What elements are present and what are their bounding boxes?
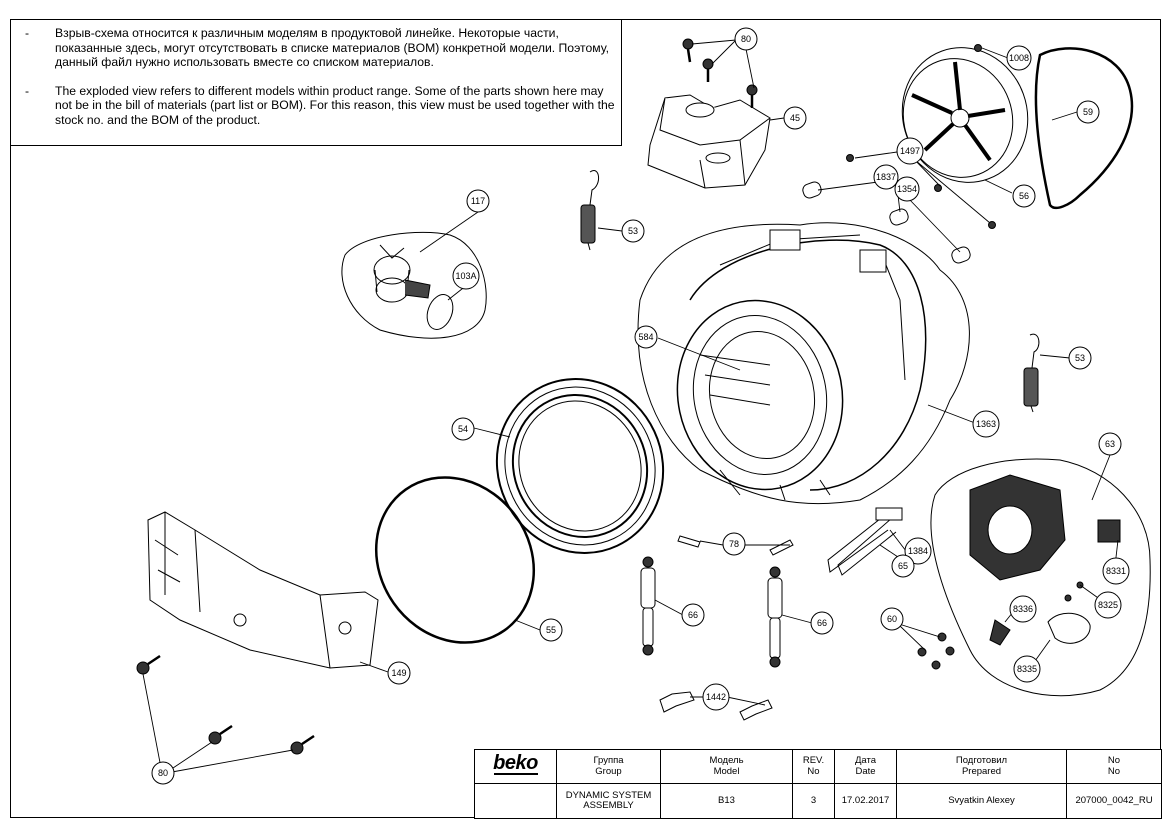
callout-1363: 1363 — [976, 419, 996, 429]
note-text-en: The exploded view refers to different mo… — [55, 83, 615, 127]
callout-45: 45 — [790, 113, 800, 123]
damper-left-part — [640, 556, 656, 656]
tub-group-outline — [637, 222, 970, 505]
front-ring-part — [495, 378, 665, 554]
note-bullet: - — [25, 26, 30, 40]
prepared-value: Svyatkin Alexey — [896, 783, 1067, 819]
callout-53-right: 53 — [1075, 353, 1085, 363]
callout-8331: 8331 — [1106, 566, 1126, 576]
spring-left-part — [580, 170, 599, 251]
callout-149: 149 — [391, 668, 406, 678]
rev-label-top: REV. — [802, 755, 825, 766]
no-label-top: No — [1107, 755, 1121, 766]
callout-56: 56 — [1019, 191, 1029, 201]
spring-right-part — [1023, 333, 1040, 413]
filter-group-outline — [341, 231, 487, 339]
callout-balloons — [151, 27, 1130, 785]
callout-66-left: 66 — [688, 610, 698, 620]
date-label-en: Date — [855, 765, 876, 777]
callout-1837: 1837 — [876, 172, 896, 182]
callout-55: 55 — [546, 625, 556, 635]
rev-label-bottom: No — [807, 765, 820, 777]
callout-labels: 80 1008 59 45 1497 1837 1354 56 117 53 1… — [158, 34, 1126, 778]
pulley-part — [901, 47, 1029, 183]
callout-60: 60 — [887, 614, 897, 624]
callout-103a: 103A — [455, 271, 476, 281]
callout-1008: 1008 — [1009, 53, 1029, 63]
model-label-ru: Модель — [709, 755, 744, 766]
date-value: 17.02.2017 — [834, 783, 897, 819]
group-label-en: Group — [595, 765, 622, 777]
callout-8335: 8335 — [1017, 664, 1037, 674]
damper-right-part — [767, 566, 783, 668]
screws-80-top-part — [682, 38, 758, 108]
callout-1354: 1354 — [897, 184, 917, 194]
filter-part — [373, 244, 454, 330]
beko-logo: beko — [493, 752, 538, 775]
date-label-ru: Дата — [854, 755, 877, 766]
callout-63: 63 — [1105, 439, 1115, 449]
tub-assembly-part — [676, 229, 927, 501]
group-value: DYNAMIC SYSTEM ASSEMBLY — [556, 783, 661, 819]
no-label-bottom: No — [1107, 765, 1121, 777]
blank-cell — [474, 783, 557, 819]
callout-65: 65 — [898, 561, 908, 571]
model-label-en: Model — [713, 765, 740, 777]
callout-1384: 1384 — [908, 546, 928, 556]
bearing-housing-part — [647, 94, 771, 189]
leader-lines — [142, 39, 1119, 774]
document-number: 207000_0042_RU — [1066, 783, 1162, 819]
callout-1442: 1442 — [706, 692, 726, 702]
sensor-parts — [989, 612, 1091, 646]
prepared-label-en: Prepared — [961, 765, 1002, 777]
callout-8325: 8325 — [1098, 600, 1118, 610]
heater-part — [827, 507, 903, 576]
callout-584: 584 — [638, 332, 653, 342]
logo-underline — [493, 772, 538, 775]
belt-part — [1034, 47, 1134, 210]
rev-value: 3 — [792, 783, 835, 819]
counterweight-part — [147, 511, 379, 669]
callout-80-top: 80 — [741, 34, 751, 44]
screws-60-part — [917, 632, 955, 670]
pump-group-outline — [930, 458, 1151, 697]
callout-59: 59 — [1083, 107, 1093, 117]
callout-66-right: 66 — [817, 618, 827, 628]
logo-cell: beko — [474, 749, 557, 784]
pump-part — [969, 474, 1121, 602]
callout-54: 54 — [458, 424, 468, 434]
pins-part — [677, 535, 794, 556]
callout-8336: 8336 — [1013, 604, 1033, 614]
bushing-parts — [802, 181, 971, 264]
callout-117: 117 — [471, 196, 485, 206]
disclaimer-note: - Взрыв-схема относится к различным моде… — [10, 19, 622, 146]
callout-80-bottom: 80 — [158, 768, 168, 778]
note-item-en: - The exploded view refers to different … — [25, 84, 615, 128]
callout-78: 78 — [729, 539, 739, 549]
note-item-ru: - Взрыв-схема относится к различным моде… — [25, 26, 615, 70]
screws-80-bottom-part — [136, 654, 315, 755]
callout-53-left: 53 — [628, 226, 638, 236]
note-text-ru: Взрыв-схема относится к различным моделя… — [55, 26, 610, 70]
callout-1497: 1497 — [900, 146, 920, 156]
small-screws-part — [846, 44, 996, 229]
model-value: B13 — [660, 783, 793, 819]
prepared-label-ru: Подготовил — [955, 755, 1008, 766]
gasket-part — [374, 476, 536, 644]
group-label-ru: Группа — [593, 755, 624, 766]
rev-header: REV.No — [792, 749, 835, 784]
note-bullet: - — [25, 83, 30, 98]
